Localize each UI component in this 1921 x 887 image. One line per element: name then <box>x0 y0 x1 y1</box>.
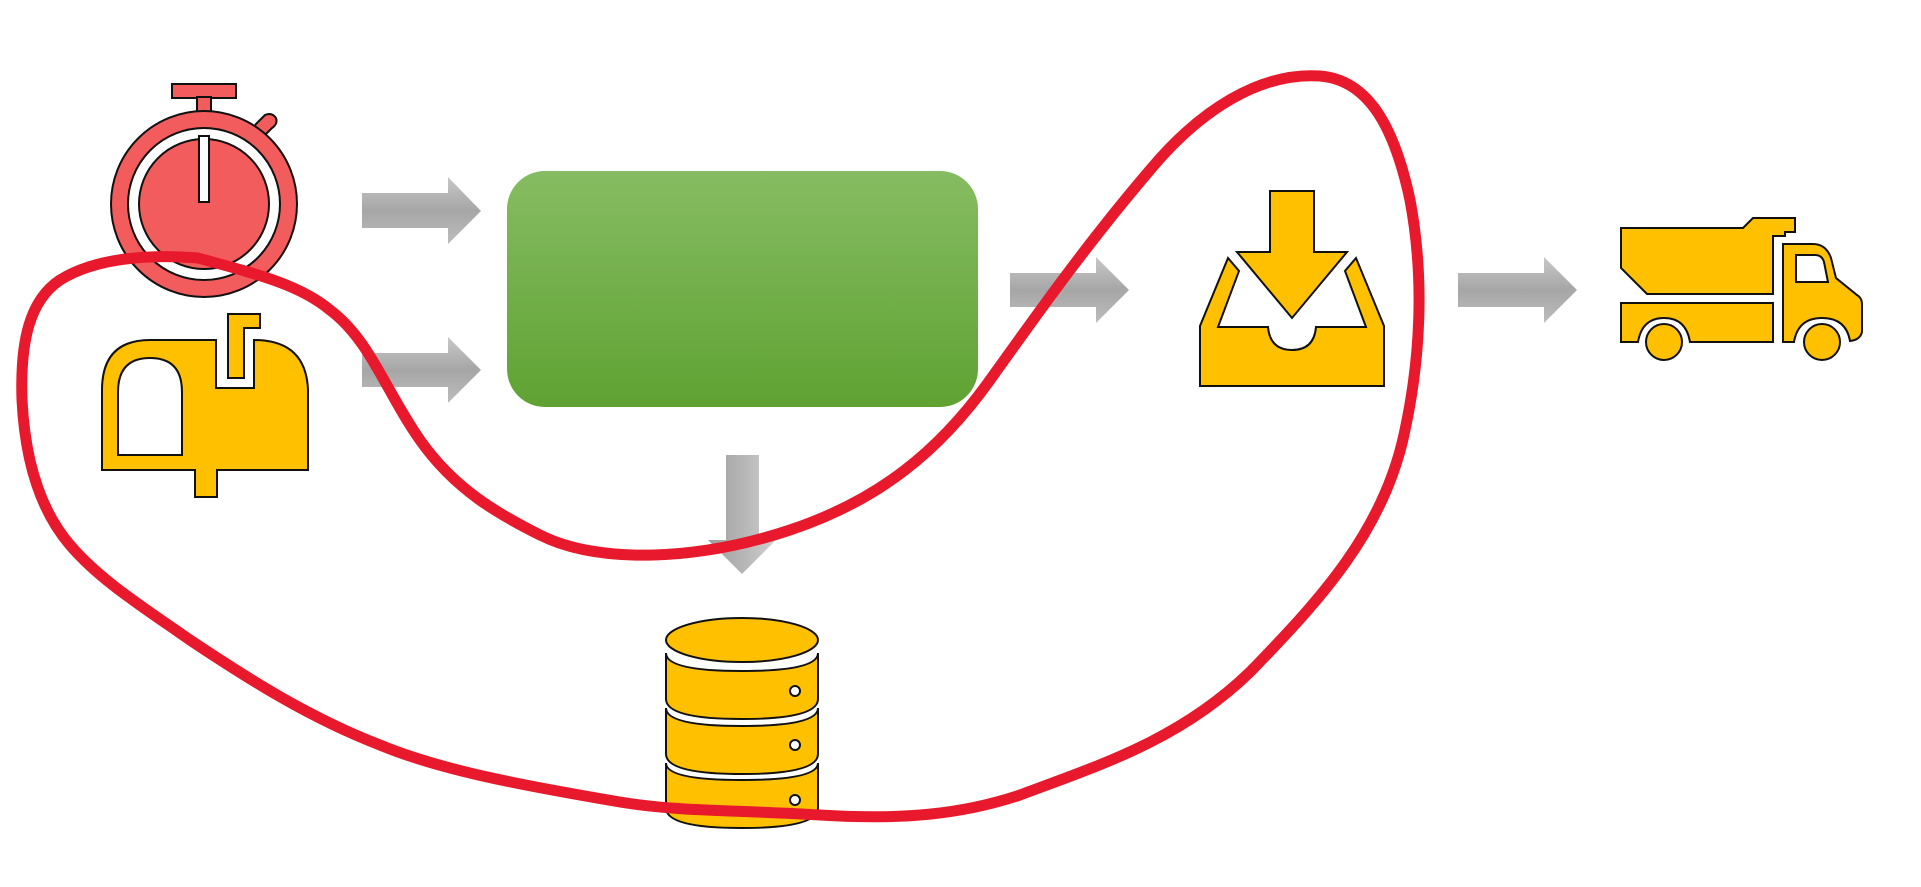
database-icon <box>665 617 819 830</box>
stopwatch-icon <box>110 83 298 298</box>
inbox-tray-icon <box>1199 190 1385 387</box>
arrow-timer-to-process <box>362 177 481 244</box>
arrow-inbox-to-truck <box>1458 257 1577 323</box>
mailbox-icon <box>101 313 309 498</box>
freehand-annotation-loop <box>16 70 1425 823</box>
arrow-process-to-database <box>708 455 776 574</box>
process-box <box>507 171 978 407</box>
dump-truck-icon <box>1620 217 1863 361</box>
